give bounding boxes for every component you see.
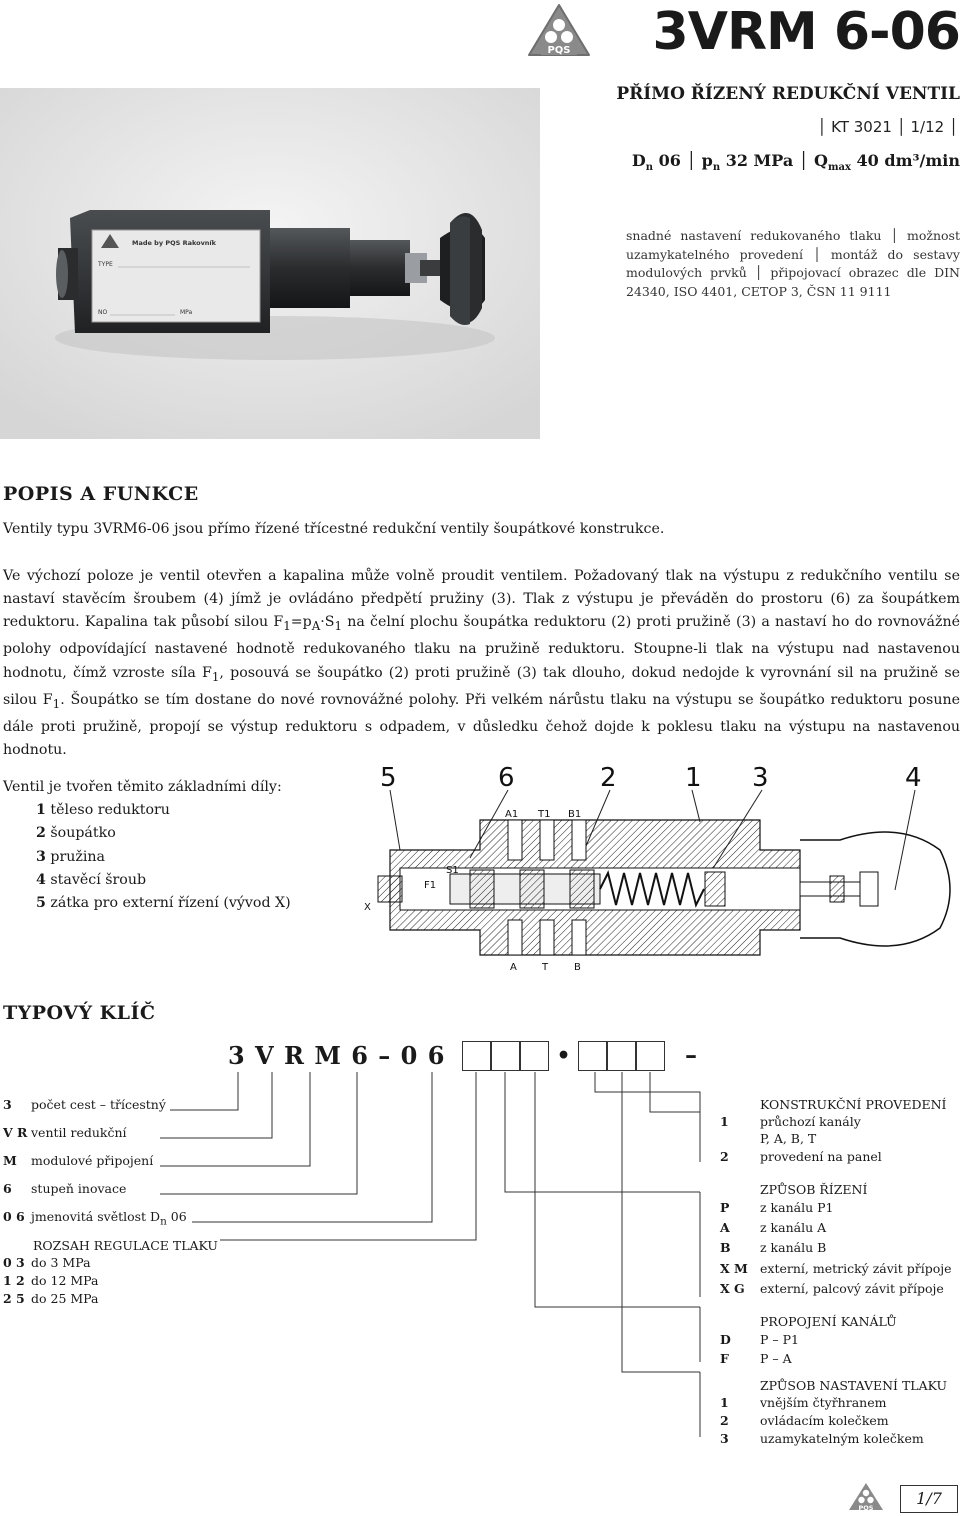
type-key-connectors — [160, 1072, 701, 1437]
pqs-logo: PQS — [528, 4, 590, 56]
key-group-heading: PROPOJENÍ KANÁLŮ — [760, 1314, 897, 1329]
code-box — [607, 1041, 636, 1071]
page-number: 1/7 — [900, 1485, 958, 1513]
product-photo: Made by PQS Rakovník TYPE NO MPa — [0, 88, 540, 439]
q-value: 40 dm³/min — [856, 151, 960, 170]
range-heading: ROZSAH REGULACE TLAKU — [33, 1238, 218, 1253]
svg-text:TYPE: TYPE — [97, 261, 113, 268]
key-group-heading: ZPŮSOB ŘÍZENÍ — [760, 1182, 868, 1197]
code-box — [462, 1041, 491, 1071]
code-box — [636, 1041, 665, 1071]
key-group-heading: ZPŮSOB NASTAVENÍ TLAKU — [760, 1378, 948, 1393]
parts-intro: Ventil je tvořen těmito základními díly: — [3, 779, 282, 795]
port-label-t: T — [541, 962, 549, 973]
parts-list: Ventil je tvořen těmito základními díly:… — [3, 776, 343, 915]
dn-value: 06 — [658, 151, 681, 170]
section-heading-description: POPIS A FUNKCE — [3, 483, 199, 505]
callout-2: 2 — [600, 763, 617, 793]
page-subtitle: PŘÍMO ŘÍZENÝ REDUKČNÍ VENTIL — [616, 84, 960, 104]
svg-text:NO: NO — [98, 309, 107, 316]
page-title: 3VRM 6-06 — [652, 2, 960, 62]
description-paragraph-2: Ve výchozí poloze je ventil otevřen a ka… — [3, 568, 960, 758]
label-f1: F1 — [424, 880, 436, 891]
svg-text:Made by PQS Rakovník: Made by PQS Rakovník — [132, 239, 217, 247]
type-code: 3 V R M 6 – 0 6 — [228, 1041, 446, 1070]
code-box — [578, 1041, 607, 1071]
code-box — [520, 1041, 549, 1071]
callout-5: 5 — [380, 763, 397, 793]
callout-6: 6 — [498, 763, 515, 793]
callout-4: 4 — [905, 763, 922, 793]
list-item: 5 zátka pro externí řízení (vývod X) — [36, 895, 291, 912]
description-paragraph-1: Ventily typu 3VRM6-06 jsou přímo řízené … — [3, 521, 665, 537]
pn-value: 32 MPa — [725, 151, 794, 170]
catalogue-code: │ KT 3021 │ 1/12 │ — [817, 118, 958, 136]
code-separator: • — [556, 1043, 571, 1069]
code-box — [491, 1041, 520, 1071]
kt-code: KT 3021 — [831, 118, 892, 136]
port-label-a: A — [510, 962, 517, 973]
feature-list: snadné nastavení redukovaného tlaku │ mo… — [626, 228, 960, 299]
list-item: 2 šoupátko — [36, 825, 116, 842]
list-item: 1 těleso reduktoru — [36, 802, 170, 819]
valve-section-diagram: 5 6 2 1 3 4 A1 T1 B1 A T B — [364, 763, 951, 973]
label-x: X — [364, 902, 371, 913]
section-heading-type-key: TYPOVÝ KLÍČ — [3, 1002, 156, 1024]
port-label-a1: A1 — [505, 809, 518, 820]
spec-line: Dn 06 │ pn 32 MPa │ Qmax 40 dm³/min — [631, 151, 960, 174]
port-label-b: B — [574, 962, 581, 973]
label-s1: S1 — [446, 865, 459, 876]
svg-text:PQS: PQS — [859, 1504, 874, 1512]
kt-page: 1/12 — [910, 118, 945, 136]
callout-3: 3 — [752, 763, 769, 793]
port-label-t1: T1 — [537, 809, 550, 820]
list-item: 3 pružina — [36, 848, 106, 865]
svg-text:MPa: MPa — [180, 309, 193, 316]
key-item: P, A, B, T — [760, 1131, 817, 1146]
callout-1: 1 — [685, 763, 702, 793]
code-dash: – — [685, 1040, 697, 1069]
logo-text: PQS — [547, 45, 570, 56]
footer-pqs-logo: PQS — [849, 1483, 883, 1512]
list-item: 4 stavěcí šroub — [36, 871, 147, 888]
key-group-heading: KONSTRUKČNÍ PROVEDENÍ — [760, 1097, 947, 1112]
port-label-b1: B1 — [568, 809, 581, 820]
